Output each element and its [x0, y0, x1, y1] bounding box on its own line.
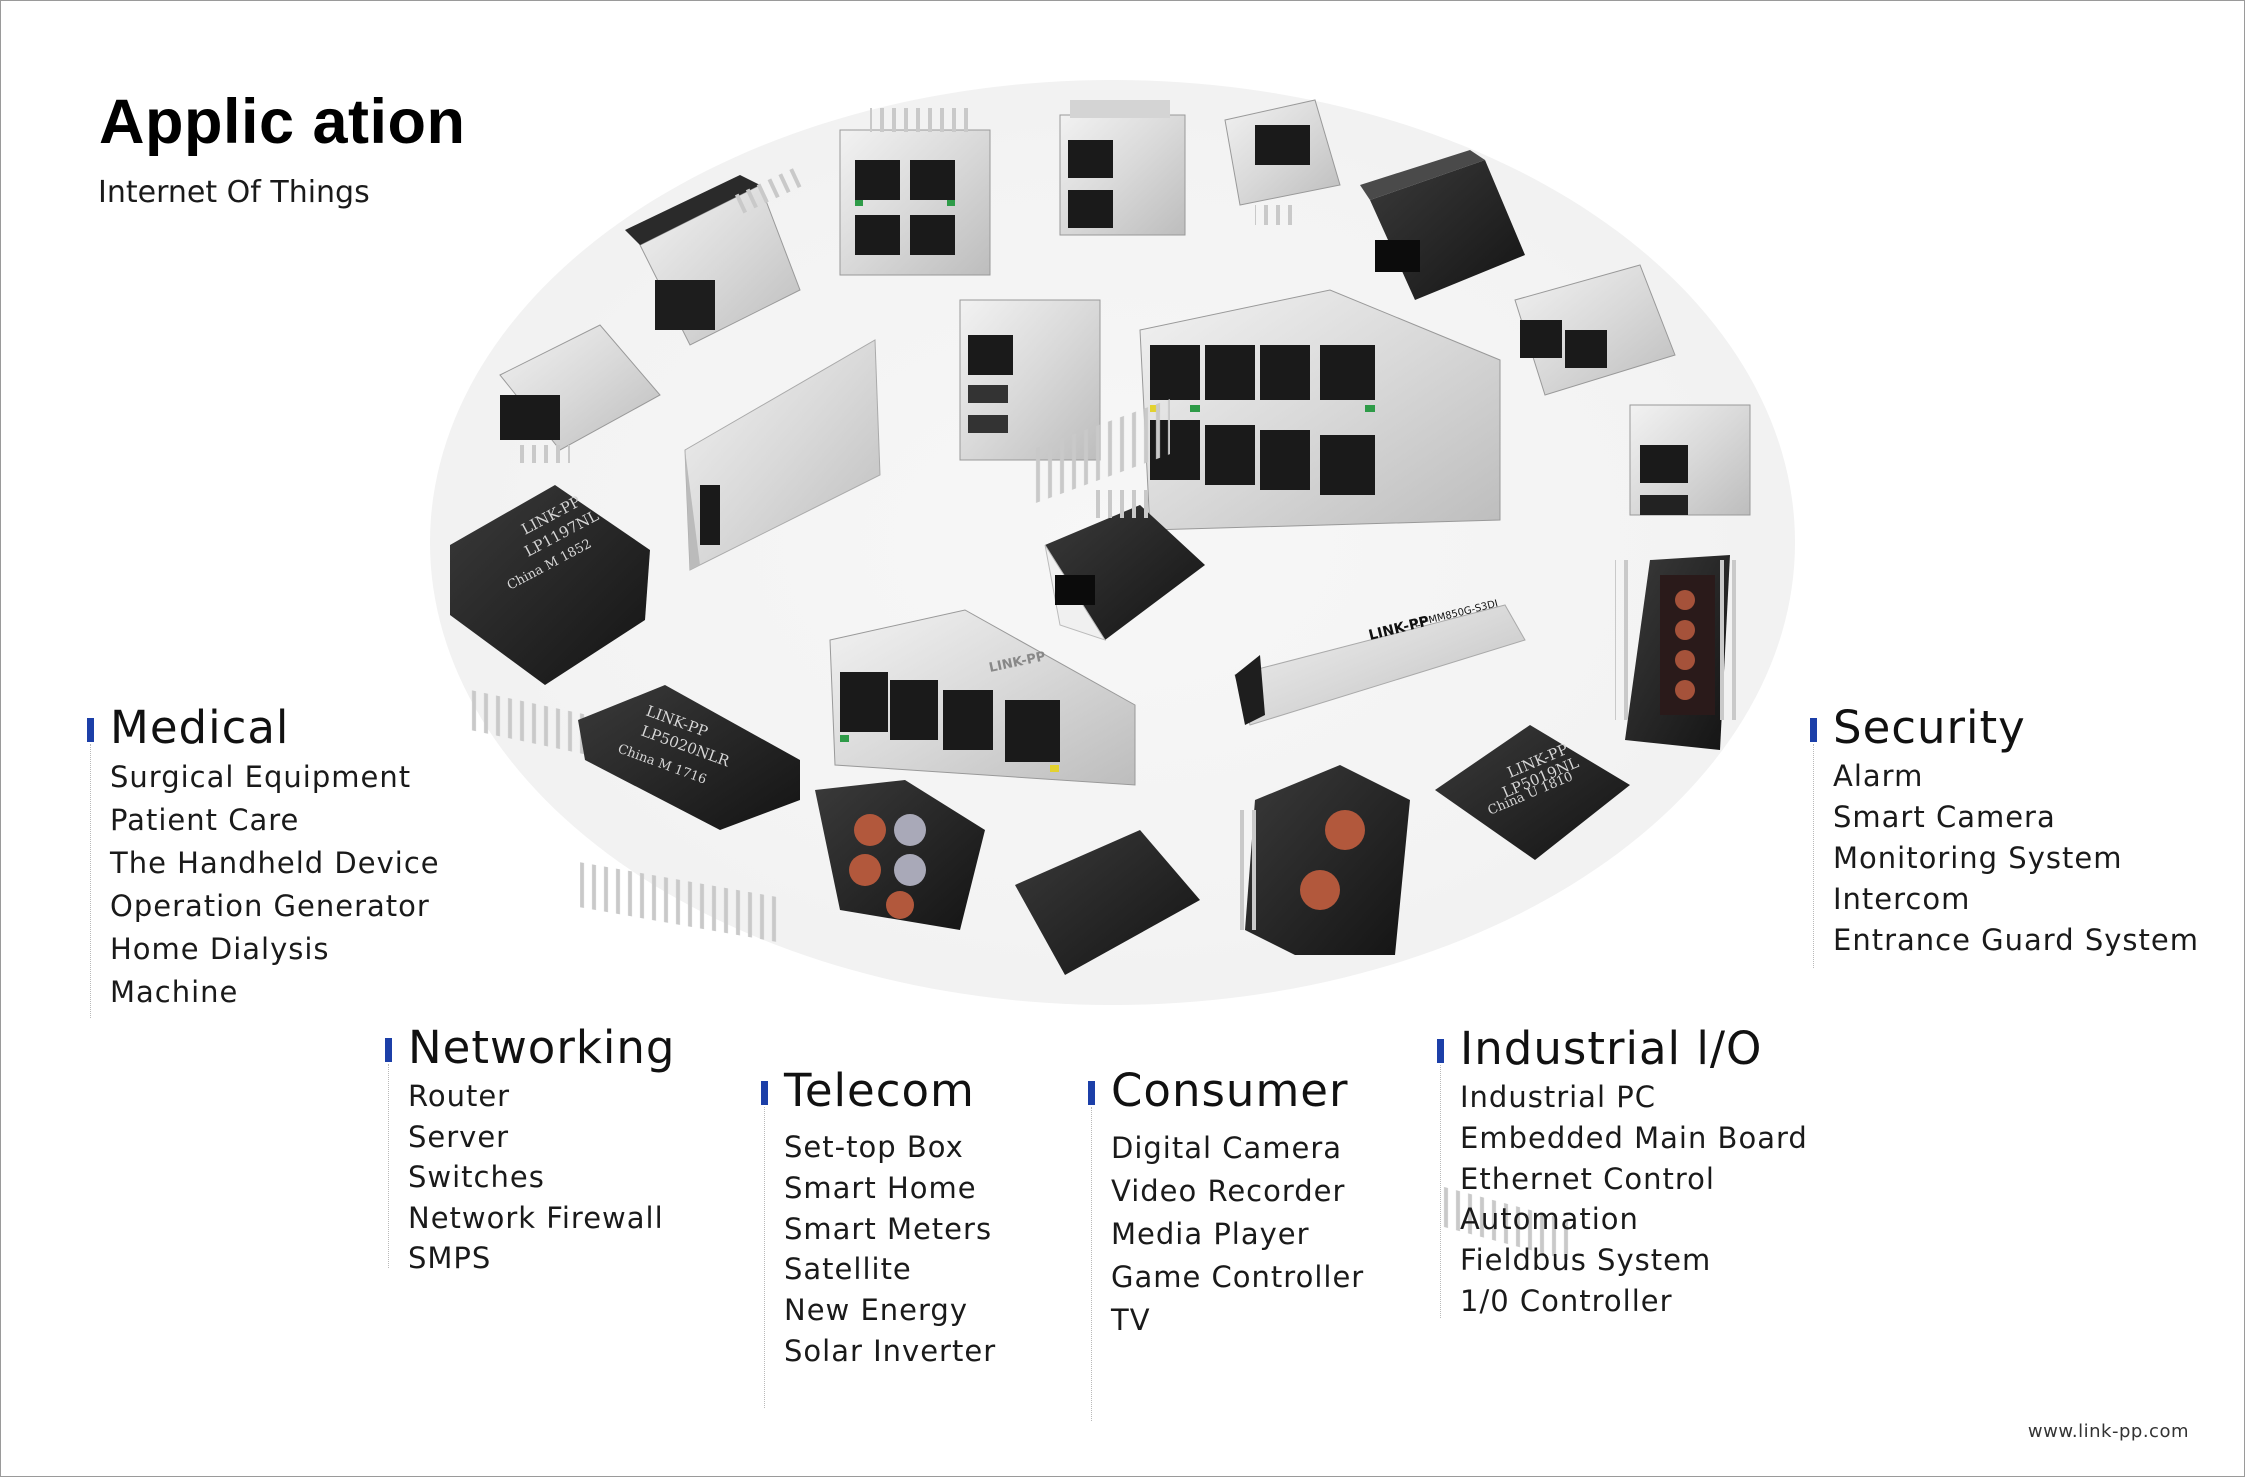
application-group-networking: Networking Router Server Switches Networ…	[385, 1020, 676, 1275]
transformer-lp5020nlr: LINK-PP LP5020NLR China M 1716	[578, 685, 800, 943]
medical-item: Surgical Equipment	[110, 760, 412, 794]
group-dotted-line	[90, 744, 91, 1018]
medical-item: Patient Care	[110, 803, 300, 837]
group-title-consumer: Consumer	[1111, 1064, 1349, 1117]
website-url: www.link-pp.com	[2027, 1421, 2189, 1442]
security-item: Alarm	[1833, 759, 1924, 793]
industrial-item: Fieldbus System	[1460, 1243, 1712, 1278]
consumer-item: Game Controller	[1111, 1260, 1365, 1294]
group-dotted-line	[764, 1107, 765, 1408]
rj45-1x4-ganged: LINK-PP	[829, 609, 1136, 786]
rj45-black-top	[1044, 490, 1205, 641]
consumer-item: Digital Camera	[1111, 1131, 1343, 1165]
telecom-item: Smart Meters	[784, 1211, 993, 1246]
medical-item: Home Dialysis	[110, 932, 330, 966]
transformer-lp1197nl: LINK-PP LP1197NL China M 1852	[450, 485, 650, 755]
industrial-item: Industrial PC	[1460, 1080, 1656, 1114]
rj45-dual-stack-top	[839, 108, 991, 276]
rj45-shielded-top-left	[625, 166, 806, 346]
industrial-item: Embedded Main Board	[1460, 1120, 1808, 1155]
application-group-telecom: Telecom Set-top Box Smart Home Smart Met…	[761, 1063, 997, 1408]
medical-item: The Handheld Device	[110, 846, 440, 880]
group-title-telecom: Telecom	[784, 1064, 975, 1117]
rj45-single-top-right	[1224, 99, 1341, 225]
magnetics-smd-toroid	[1240, 765, 1410, 955]
rj45-usb-combo	[959, 299, 1101, 461]
rj45-single-right	[1629, 404, 1751, 516]
sfp-transceiver: LINK-PP LF-MM850G-S3DI	[1234, 598, 1526, 726]
consumer-item: Video Recorder	[1111, 1174, 1346, 1208]
transformer-lp5019nl: LINK-PP LP5019NL China U 1810	[1435, 725, 1630, 1261]
rj45-black-housing	[1360, 150, 1525, 300]
networking-item: Server	[408, 1119, 510, 1154]
lan-transformer-vertical	[1615, 555, 1740, 750]
application-group-security: Security Alarm Smart Camera Monitoring S…	[1810, 700, 2199, 968]
rj45-2x4-stack	[1139, 289, 1501, 531]
telecom-item: New Energy	[784, 1293, 968, 1328]
page-title: Applic ation	[99, 87, 466, 157]
group-title-networking: Networking	[408, 1021, 676, 1074]
group-dotted-line	[1091, 1107, 1092, 1421]
group-dotted-line	[1440, 1065, 1441, 1318]
group-accent-bar	[1437, 1039, 1444, 1063]
group-accent-bar	[385, 1038, 392, 1062]
multi-pin-header	[1015, 399, 1200, 975]
industrial-item: Automation	[1460, 1202, 1639, 1237]
networking-item: Network Firewall	[408, 1200, 664, 1235]
group-dotted-line	[388, 1064, 389, 1268]
telecom-item: Set-top Box	[784, 1130, 964, 1164]
magnetics-open-toroid	[815, 780, 985, 930]
industrial-item: 1/0 Controller	[1460, 1283, 1673, 1318]
group-title-industrial: Industrial l/O	[1460, 1022, 1763, 1075]
group-accent-bar	[87, 718, 94, 742]
group-dotted-line	[1813, 744, 1814, 968]
consumer-item: Media Player	[1111, 1217, 1310, 1251]
rj45-side-left	[499, 324, 661, 463]
group-accent-bar	[1088, 1081, 1095, 1105]
networking-item: SMPS	[408, 1241, 492, 1275]
networking-item: Switches	[408, 1160, 545, 1194]
group-accent-bar	[1810, 718, 1817, 742]
application-group-consumer: Consumer Digital Camera Video Recorder M…	[1088, 1063, 1365, 1421]
networking-item: Router	[408, 1079, 511, 1113]
telecom-item: Satellite	[784, 1252, 912, 1287]
industrial-item: Ethernet Control	[1460, 1161, 1715, 1196]
medical-item: Machine	[110, 975, 239, 1009]
security-item: Smart Camera	[1833, 800, 2056, 834]
security-item: Entrance Guard System	[1833, 923, 2199, 957]
telecom-item: Solar Inverter	[784, 1333, 997, 1368]
application-group-medical: Medical Surgical Equipment Patient Care …	[87, 700, 440, 1018]
sfp-cage	[684, 339, 881, 571]
rj45-dual-right-upper	[1514, 264, 1676, 396]
security-item: Intercom	[1833, 882, 1971, 916]
group-accent-bar	[761, 1081, 768, 1105]
security-item: Monitoring System	[1833, 841, 2123, 875]
telecom-item: Smart Home	[784, 1170, 977, 1205]
application-group-industrial-io: Industrial l/O Industrial PC Embedded Ma…	[1437, 1021, 1808, 1318]
page-subtitle: Internet Of Things	[98, 175, 370, 210]
medical-item: Operation Generator	[110, 889, 430, 923]
group-title-security: Security	[1833, 701, 2026, 754]
rj45-stacked-top-middle	[1059, 100, 1186, 236]
consumer-item: TV	[1111, 1303, 1151, 1337]
group-title-medical: Medical	[110, 701, 290, 754]
